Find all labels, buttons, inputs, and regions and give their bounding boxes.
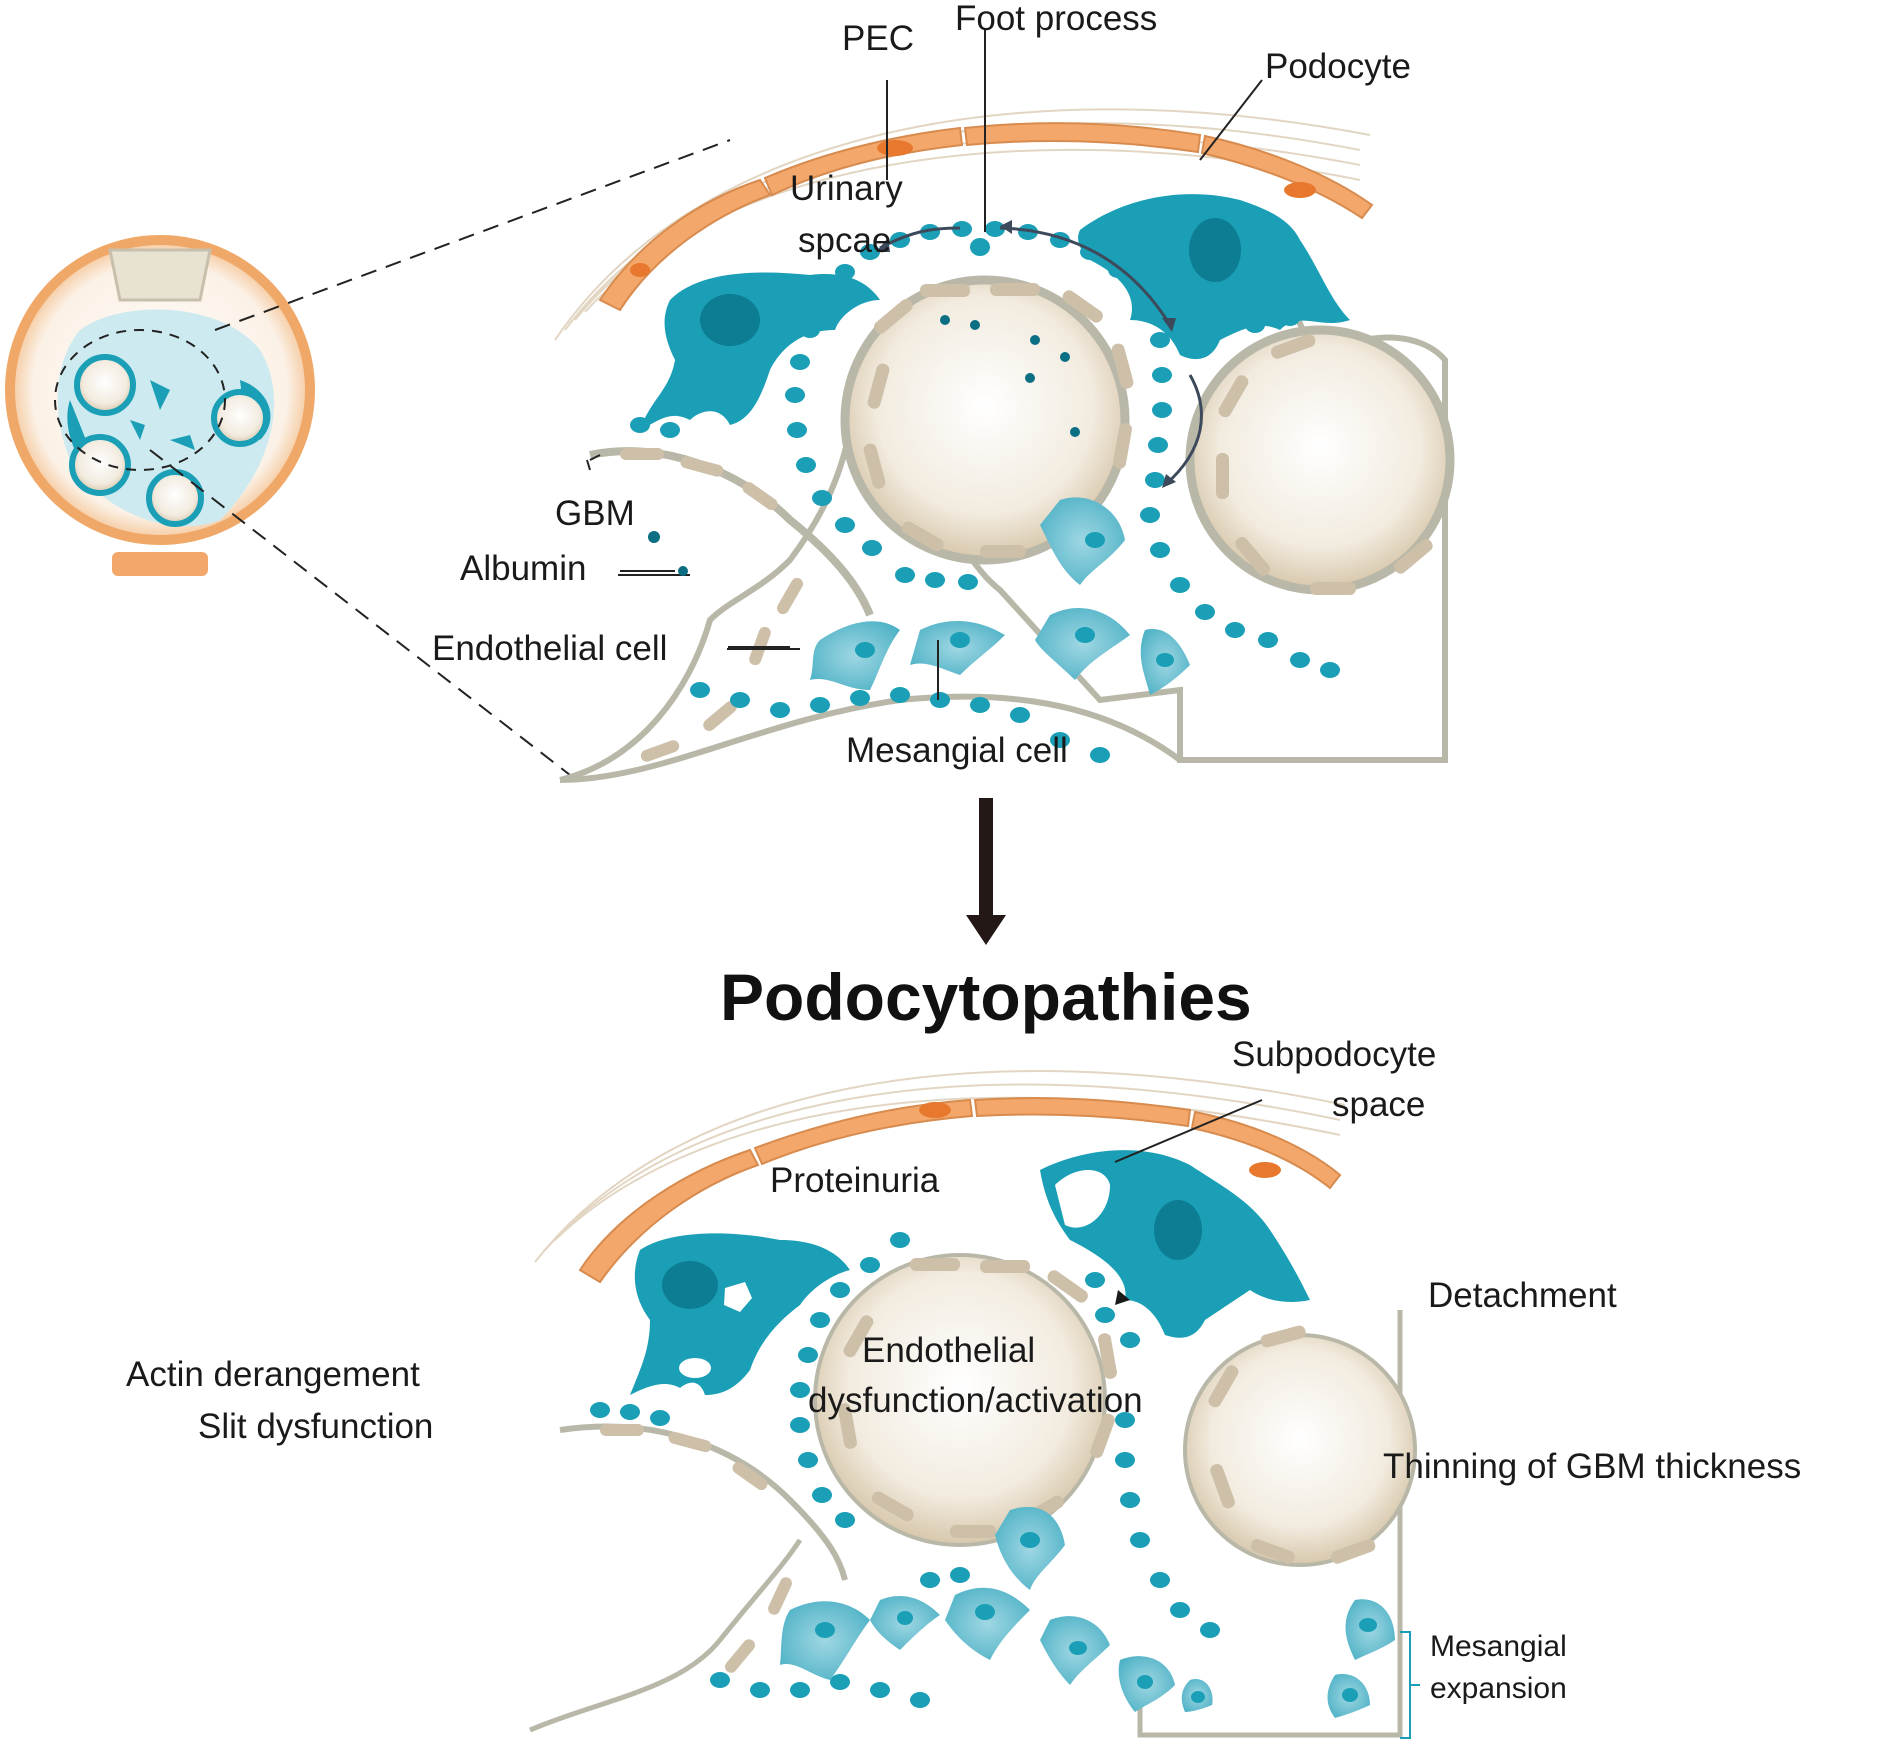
label-slit-dysfunction: Slit dysfunction bbox=[198, 1407, 433, 1446]
label-actin-derangement: Actin derangement bbox=[126, 1355, 420, 1394]
label-subpodocyte-1: Subpodocyte bbox=[1232, 1035, 1436, 1074]
glomerulus-overview-icon bbox=[5, 235, 315, 576]
label-endothelial-1: Endothelial bbox=[862, 1331, 1035, 1370]
podocytopathy-glomerulus-panel bbox=[529, 1070, 1420, 1739]
label-endothelial-cell: Endothelial cell bbox=[432, 629, 667, 668]
label-proteinuria: Proteinuria bbox=[770, 1161, 940, 1200]
label-mesangial-cell: Mesangial cell bbox=[846, 731, 1068, 770]
zoom-guide-lines bbox=[149, 139, 731, 776]
label-endothelial-2: dysfunction/activation bbox=[808, 1381, 1143, 1420]
label-detachment: Detachment bbox=[1428, 1276, 1617, 1315]
label-gbm: GBM bbox=[555, 494, 635, 533]
label-podocyte: Podocyte bbox=[1265, 47, 1411, 86]
pec-cells bbox=[598, 122, 1374, 312]
page-title: Podocytopathies bbox=[720, 960, 1252, 1034]
label-foot-process: Foot process bbox=[955, 0, 1157, 38]
leader-lines bbox=[586, 30, 1263, 700]
label-pec: PEC bbox=[842, 19, 914, 58]
label-mesangial-expansion-1: Mesangial bbox=[1430, 1630, 1567, 1663]
label-subpodocyte-2: space bbox=[1332, 1085, 1425, 1124]
foot-processes bbox=[630, 221, 1340, 763]
label-thinning-gbm: Thinning of GBM thickness bbox=[1383, 1447, 1801, 1486]
normal-glomerulus-panel bbox=[554, 30, 1455, 783]
label-urinary-space-2: spcae bbox=[798, 221, 891, 260]
label-mesangial-expansion-2: expansion bbox=[1430, 1672, 1567, 1705]
down-arrow bbox=[966, 798, 1006, 945]
label-albumin: Albumin bbox=[460, 549, 586, 588]
label-urinary-space-1: Urinary bbox=[790, 169, 903, 208]
